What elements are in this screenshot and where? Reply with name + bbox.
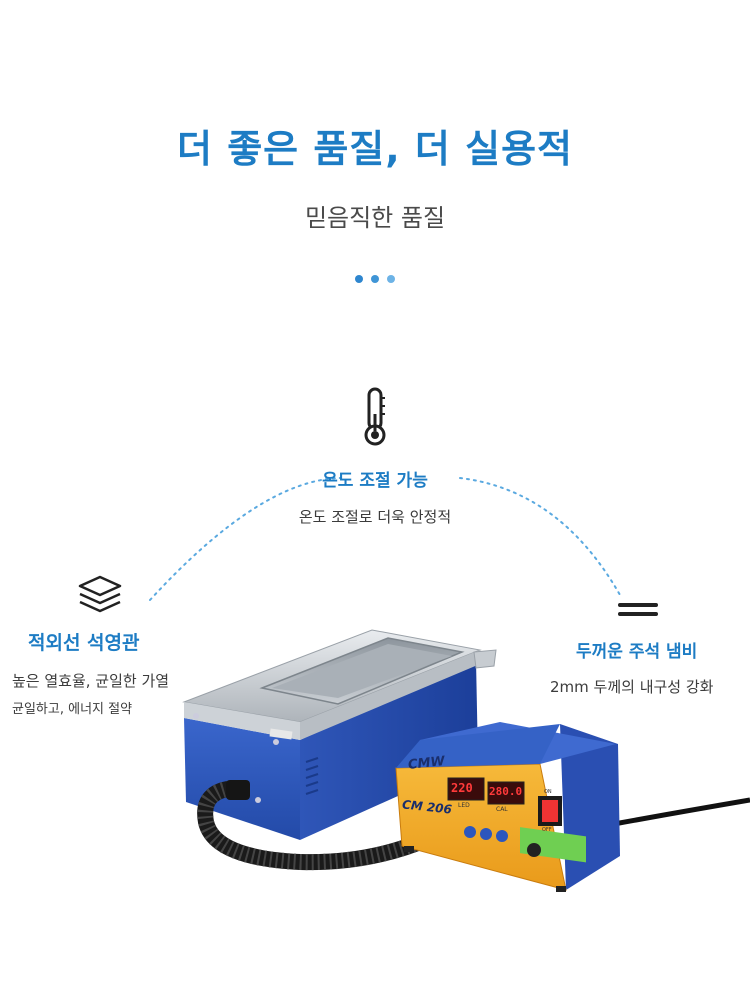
decorative-dots bbox=[0, 275, 750, 283]
display-left: 220 bbox=[451, 781, 473, 795]
label-cal: CAL bbox=[496, 806, 508, 813]
feature-temperature-text: 온도 조절로 더욱 안정적 bbox=[298, 508, 452, 526]
display-right: 280.0 bbox=[489, 785, 523, 798]
label-on: ON bbox=[544, 789, 552, 795]
label-off: OFF bbox=[542, 827, 552, 833]
feature-temperature-title: 온도 조절 가능 bbox=[322, 471, 428, 491]
dot bbox=[355, 275, 363, 283]
feature-thick-text: 2mm 두께의 내구성 강화 bbox=[550, 678, 714, 696]
label-led: LED bbox=[458, 802, 470, 809]
headline: 더 좋은 품질, 더 실용적 bbox=[177, 127, 573, 171]
feature-quartz-text2: 균일하고, 에너지 절약 bbox=[12, 702, 133, 717]
layers-icon bbox=[78, 575, 122, 613]
dot bbox=[371, 275, 379, 283]
subheadline: 믿음직한 품질 bbox=[304, 204, 446, 232]
feature-thick-title: 두꺼운 주석 냄비 bbox=[576, 642, 698, 662]
plates-icon bbox=[618, 603, 658, 616]
dot bbox=[387, 275, 395, 283]
feature-quartz-text1: 높은 열효율, 균일한 가열 bbox=[12, 672, 170, 690]
thermometer-icon bbox=[364, 387, 386, 446]
feature-quartz-title: 적외선 석영관 bbox=[28, 632, 140, 654]
